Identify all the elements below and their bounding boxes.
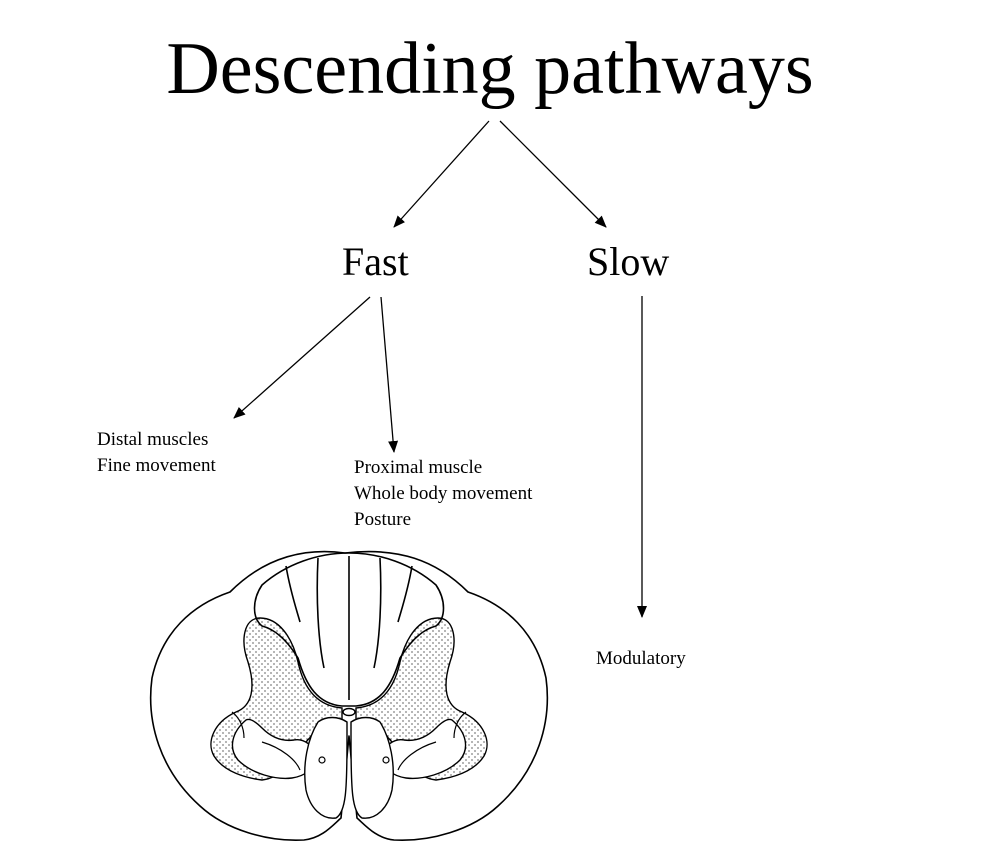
arrow-fast-to-proximal	[380, 296, 399, 453]
proximal-line-3: Posture	[354, 509, 411, 530]
ventral-root-left	[261, 741, 301, 771]
fasciculus-line	[397, 565, 413, 623]
motor-neuron-right	[382, 756, 390, 764]
fast-pathway-label: Fast	[342, 239, 409, 284]
ventral-median-region	[304, 716, 348, 819]
arrow-title-to-slow	[499, 120, 607, 228]
proximal-muscle-note: Proximal muscle Whole body movement Post…	[354, 455, 532, 533]
slow-pathway-label: Slow	[587, 239, 670, 284]
proximal-line-2: Whole body movement	[354, 483, 533, 504]
proximal-line-1: Proximal muscle	[354, 457, 483, 478]
fasciculus-line	[373, 557, 382, 669]
cord-outline	[149, 550, 549, 841]
arrow-fast-to-distal	[233, 296, 371, 419]
modulatory-note: Modulatory	[596, 648, 686, 669]
fasciculus-line	[285, 565, 301, 623]
distal-line-1: Distal muscles	[97, 429, 209, 450]
lateral-fiber-left	[231, 711, 245, 739]
motor-neuron-left	[318, 756, 326, 764]
central-canal	[342, 707, 356, 717]
ventral-root-right	[397, 741, 437, 771]
distal-muscles-note: Distal muscles Fine movement	[97, 427, 216, 479]
lateral-fiber-right	[453, 711, 467, 739]
distal-line-2: Fine movement	[97, 455, 216, 476]
fasciculus-line	[316, 557, 325, 669]
diagram-title: Descending pathways	[166, 28, 814, 110]
ventral-median-region	[350, 716, 394, 819]
arrow-title-to-fast	[393, 120, 490, 228]
